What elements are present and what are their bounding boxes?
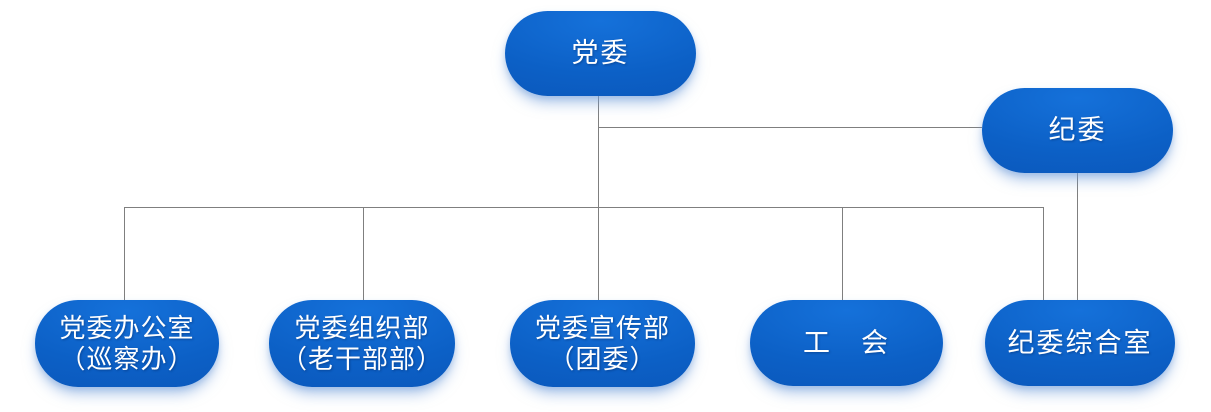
connector-dangwei-stem: [598, 96, 599, 300]
org-node-gonghui: 工 会: [750, 300, 943, 386]
org-node-jiwei-zongheshi: 纪委综合室: [985, 300, 1175, 386]
org-node-label-line1: 党委宣传部: [534, 313, 670, 343]
org-node-label: 纪委: [1048, 115, 1107, 145]
connector-jiwei-to-zongheshi: [1077, 173, 1078, 300]
org-node-label-line2: （团委）: [548, 344, 657, 374]
org-node-dangwei-zuzhibu: 党委组织部 （老干部部）: [269, 300, 455, 387]
org-node-jiwei: 纪委: [982, 88, 1173, 173]
org-node-label: 纪委综合室: [1007, 327, 1153, 358]
org-node-label-line1: 党委组织部: [294, 313, 430, 343]
org-node-label: 党委: [571, 38, 630, 68]
org-node-label: 工 会: [803, 327, 890, 358]
connector-dangwei-to-jiwei: [598, 127, 982, 128]
connector-drop-zongheshi: [1043, 207, 1044, 300]
org-node-dangwei-bangongshi: 党委办公室 （巡察办）: [35, 300, 219, 387]
org-node-dangwei-xuanchuanbu: 党委宣传部 （团委）: [510, 300, 695, 387]
org-node-label-line1: 党委办公室: [59, 313, 195, 343]
connector-drop-zuzhibu: [363, 207, 364, 300]
org-node-label-line2: （巡察办）: [59, 344, 195, 374]
connector-distribution-bar: [124, 207, 1043, 208]
org-node-dangwei: 党委: [505, 11, 696, 96]
org-node-label-line2: （老干部部）: [280, 344, 443, 374]
connector-drop-bangongshi: [124, 207, 125, 300]
connector-drop-gonghui: [842, 207, 843, 300]
